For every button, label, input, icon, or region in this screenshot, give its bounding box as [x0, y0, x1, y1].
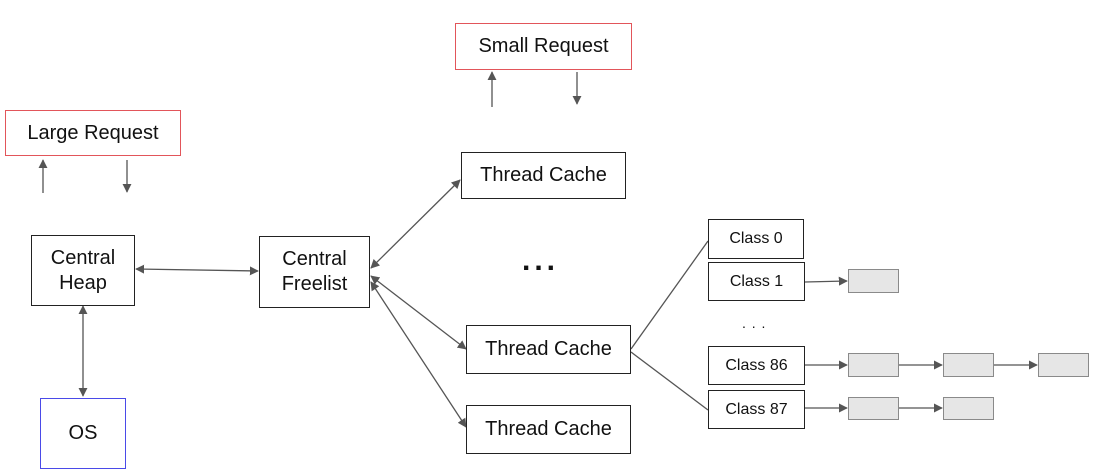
class-87-slot-2 [943, 397, 994, 420]
class-87-label: Class 87 [725, 400, 788, 418]
class-87-slot-1 [848, 397, 899, 420]
small-request-box: Small Request [455, 23, 632, 70]
freelist-thread-cache-middle-arrow [370, 275, 467, 350]
large-request-label: Large Request [27, 121, 159, 144]
class-86-box: Class 86 [708, 346, 805, 385]
thread-cache-ellipsis: ... [522, 244, 560, 277]
class-86-label: Class 86 [725, 356, 788, 374]
thread-cache-bottom-label: Thread Cache [485, 418, 612, 440]
fanout-class-0 [630, 240, 709, 350]
central-heap-label: Central Heap [50, 246, 116, 294]
fanout-class-87 [630, 351, 709, 411]
class-1-label: Class 1 [729, 272, 784, 290]
freelist-thread-cache-bottom-arrow [370, 281, 467, 428]
large-request-box: Large Request [5, 110, 181, 156]
class-86-slot-1 [848, 353, 899, 377]
central-freelist-label: Central Freelist [281, 248, 348, 295]
class-86-slot-3 [1038, 353, 1089, 377]
os-label: OS [68, 422, 98, 444]
class-1-slot-1 [848, 269, 899, 293]
os-box: OS [40, 398, 126, 469]
class-0-box: Class 0 [708, 219, 804, 259]
class-1-box: Class 1 [708, 262, 805, 301]
class-86-slot-2 [943, 353, 994, 377]
class-87-box: Class 87 [708, 390, 805, 429]
class-1-link-1 [804, 276, 848, 286]
class-0-label: Class 0 [729, 230, 783, 247]
class-ellipsis: . . . [742, 315, 767, 331]
central-heap-box: Central Heap [31, 235, 135, 306]
freelist-thread-cache-top-arrow [370, 179, 461, 269]
small-request-label: Small Request [478, 35, 609, 57]
heap-freelist-arrow [135, 264, 259, 276]
thread-cache-bottom-box: Thread Cache [466, 405, 631, 454]
thread-cache-middle-label: Thread Cache [485, 338, 612, 360]
central-freelist-box: Central Freelist [259, 236, 370, 308]
thread-cache-top-box: Thread Cache [461, 152, 626, 199]
thread-cache-middle-box: Thread Cache [466, 325, 631, 374]
thread-cache-top-label: Thread Cache [480, 164, 607, 186]
